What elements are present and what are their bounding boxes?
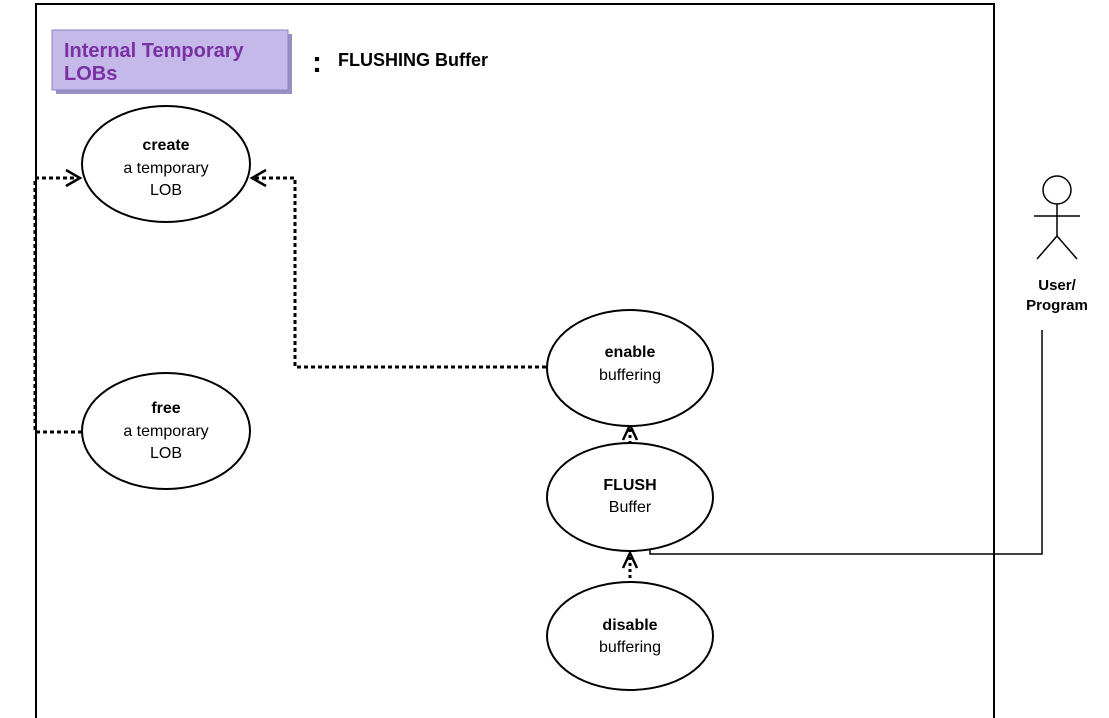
use-case-text: a temporary [123, 423, 208, 440]
use-case-ellipse [81, 105, 251, 223]
use-case-create[interactable]: create a temporary LOB [81, 105, 251, 223]
use-case-text: buffering [599, 639, 661, 656]
use-case-disable[interactable]: disable buffering [546, 581, 714, 691]
use-case-verb: create [142, 137, 189, 154]
dependency-free-to-create [33, 168, 83, 434]
page-title: FLUSHING Buffer [338, 50, 488, 70]
use-case-ellipse [546, 309, 714, 427]
use-case-ellipse [546, 442, 714, 552]
use-case-free[interactable]: free a temporary LOB [81, 372, 251, 490]
dependency-enable-to-create [249, 168, 546, 369]
use-case-verb: enable [605, 344, 656, 361]
use-case-ellipse [81, 372, 251, 490]
use-case-verb: free [151, 400, 180, 417]
category-label-line2: LOBs [64, 63, 117, 85]
use-case-ellipse [546, 581, 714, 691]
use-case-flush[interactable]: FLUSH Buffer [546, 442, 714, 552]
system-boundary [35, 3, 995, 718]
use-case-enable[interactable]: enable buffering [546, 309, 714, 427]
use-case-verb: FLUSH [603, 477, 656, 494]
use-case-text: LOB [150, 445, 182, 462]
use-case-text: buffering [599, 367, 661, 384]
category-label-line1: Internal Temporary [64, 40, 245, 62]
actor-user-program[interactable]: User/ Program [1026, 175, 1088, 314]
category-box-body [51, 29, 289, 91]
category-box: Internal Temporary LOBs [51, 29, 292, 94]
stick-figure-icon [1034, 175, 1080, 260]
use-case-verb: disable [602, 617, 657, 634]
dependency-disable-to-flush [621, 550, 639, 584]
use-case-text: a temporary [123, 160, 208, 177]
use-case-text: Buffer [609, 499, 652, 516]
actor-label-line2: Program [1026, 297, 1088, 314]
header-separator: : [312, 46, 322, 79]
use-case-text: LOB [150, 182, 182, 199]
actor-label-line1: User/ [1038, 277, 1076, 294]
